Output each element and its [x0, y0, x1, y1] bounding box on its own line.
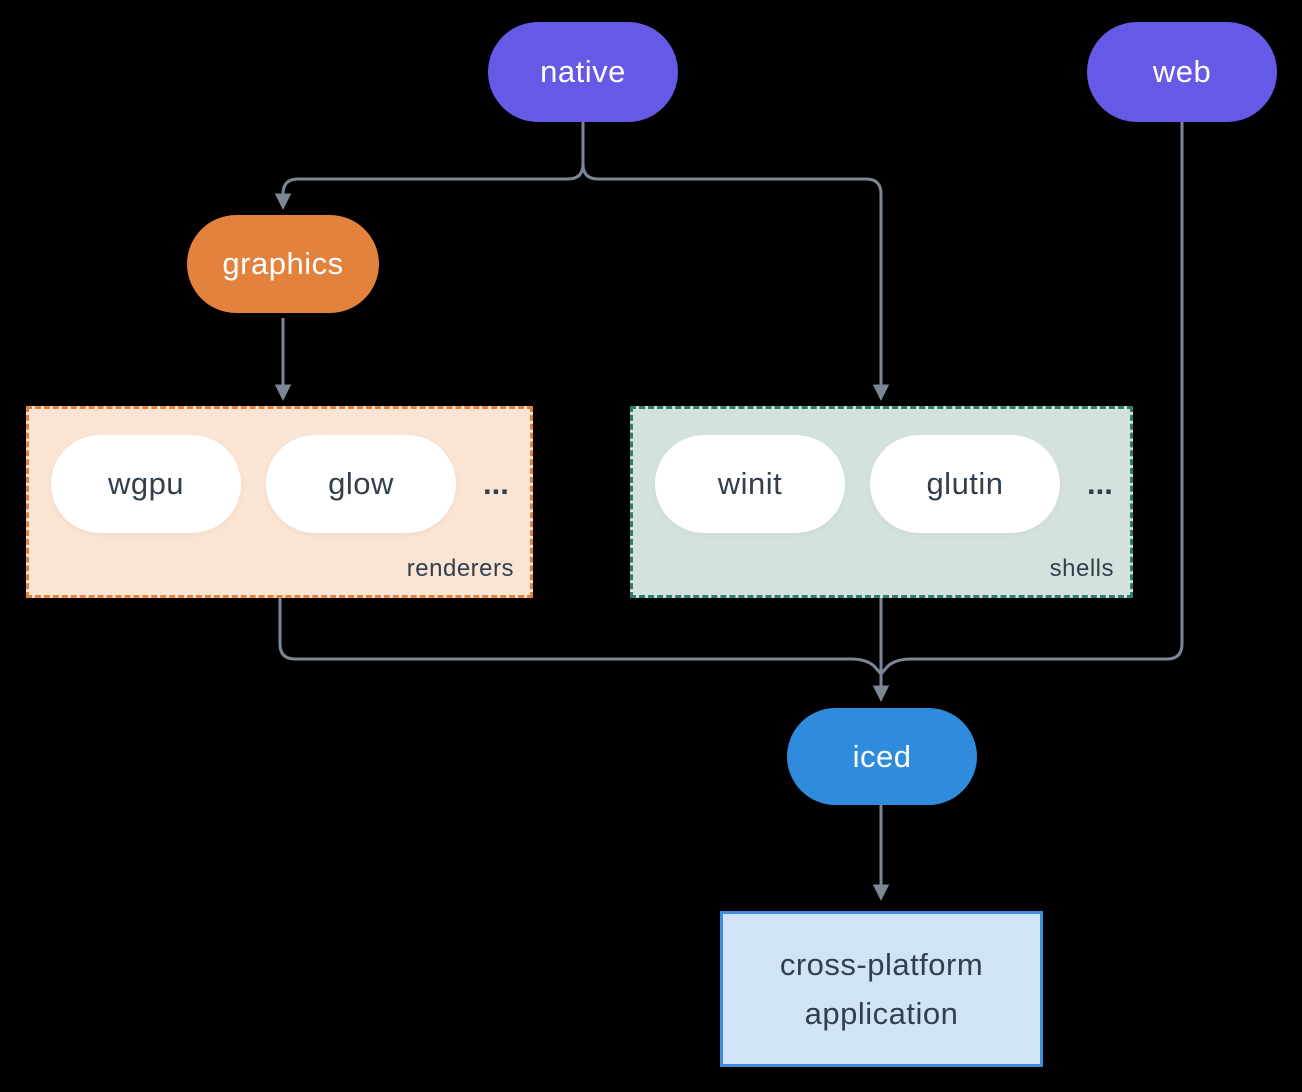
node-native: native [488, 22, 678, 122]
node-cross-platform-application: cross-platform application [720, 911, 1043, 1067]
node-web: web [1087, 22, 1277, 122]
shells-items-row: winit glutin ... [655, 435, 1113, 533]
edge-web-to-iced [879, 122, 1184, 690]
node-graphics: graphics [187, 215, 379, 313]
node-application-label: cross-platform application [779, 947, 984, 1031]
node-graphics-label: graphics [222, 246, 344, 281]
node-glutin: glutin [870, 435, 1060, 533]
shells-ellipsis: ... [1087, 466, 1113, 501]
node-iced: iced [787, 708, 977, 805]
node-glutin-label: glutin [926, 466, 1004, 501]
group-shells: winit glutin ... shells [630, 406, 1133, 598]
node-iced-label: iced [852, 738, 912, 774]
renderers-items-row: wgpu glow ... [51, 435, 509, 533]
shells-group-label: shells [1049, 555, 1114, 582]
node-winit: winit [655, 435, 845, 533]
node-wgpu: wgpu [51, 435, 241, 533]
edge-native-to-shells [581, 122, 890, 401]
renderers-ellipsis: ... [483, 466, 509, 501]
edge-native-to-graphics [274, 122, 585, 210]
node-winit-label: winit [717, 466, 783, 501]
edge-renderers-to-iced [278, 598, 883, 690]
node-glow-label: glow [328, 466, 394, 501]
node-native-label: native [540, 54, 626, 89]
renderers-group-label: renderers [406, 555, 514, 582]
node-web-label: web [1152, 54, 1212, 89]
node-glow: glow [266, 435, 456, 533]
group-renderers: wgpu glow ... renderers [26, 406, 533, 598]
node-wgpu-label: wgpu [107, 466, 185, 501]
